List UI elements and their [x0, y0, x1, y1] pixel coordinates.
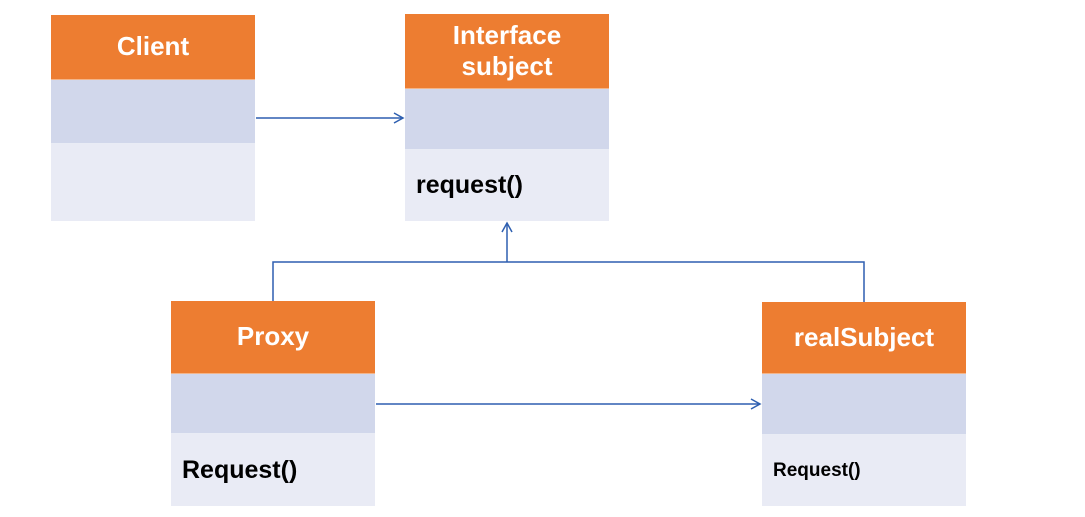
- client-methods: [51, 144, 255, 221]
- proxy-attributes: [171, 374, 375, 434]
- interface-subject-class-box: Interface subject request(): [405, 14, 609, 221]
- real-subject-class-box: realSubject Request(): [762, 302, 966, 506]
- client-class-box: Client: [51, 15, 255, 221]
- interface-subject-attributes: [405, 89, 609, 150]
- interface-subject-class-name: Interface subject: [405, 14, 609, 89]
- real-subject-class-name: realSubject: [762, 302, 966, 374]
- real-subject-methods: Request(): [762, 435, 966, 506]
- client-class-name: Client: [51, 15, 255, 80]
- proxy-methods: Request(): [171, 434, 375, 506]
- client-attributes: [51, 80, 255, 144]
- interface-subject-methods: request(): [405, 150, 609, 221]
- proxy-class-box: Proxy Request(): [171, 301, 375, 506]
- real-subject-attributes: [762, 374, 966, 435]
- realization-connector: [272, 261, 865, 302]
- proxy-class-name: Proxy: [171, 301, 375, 374]
